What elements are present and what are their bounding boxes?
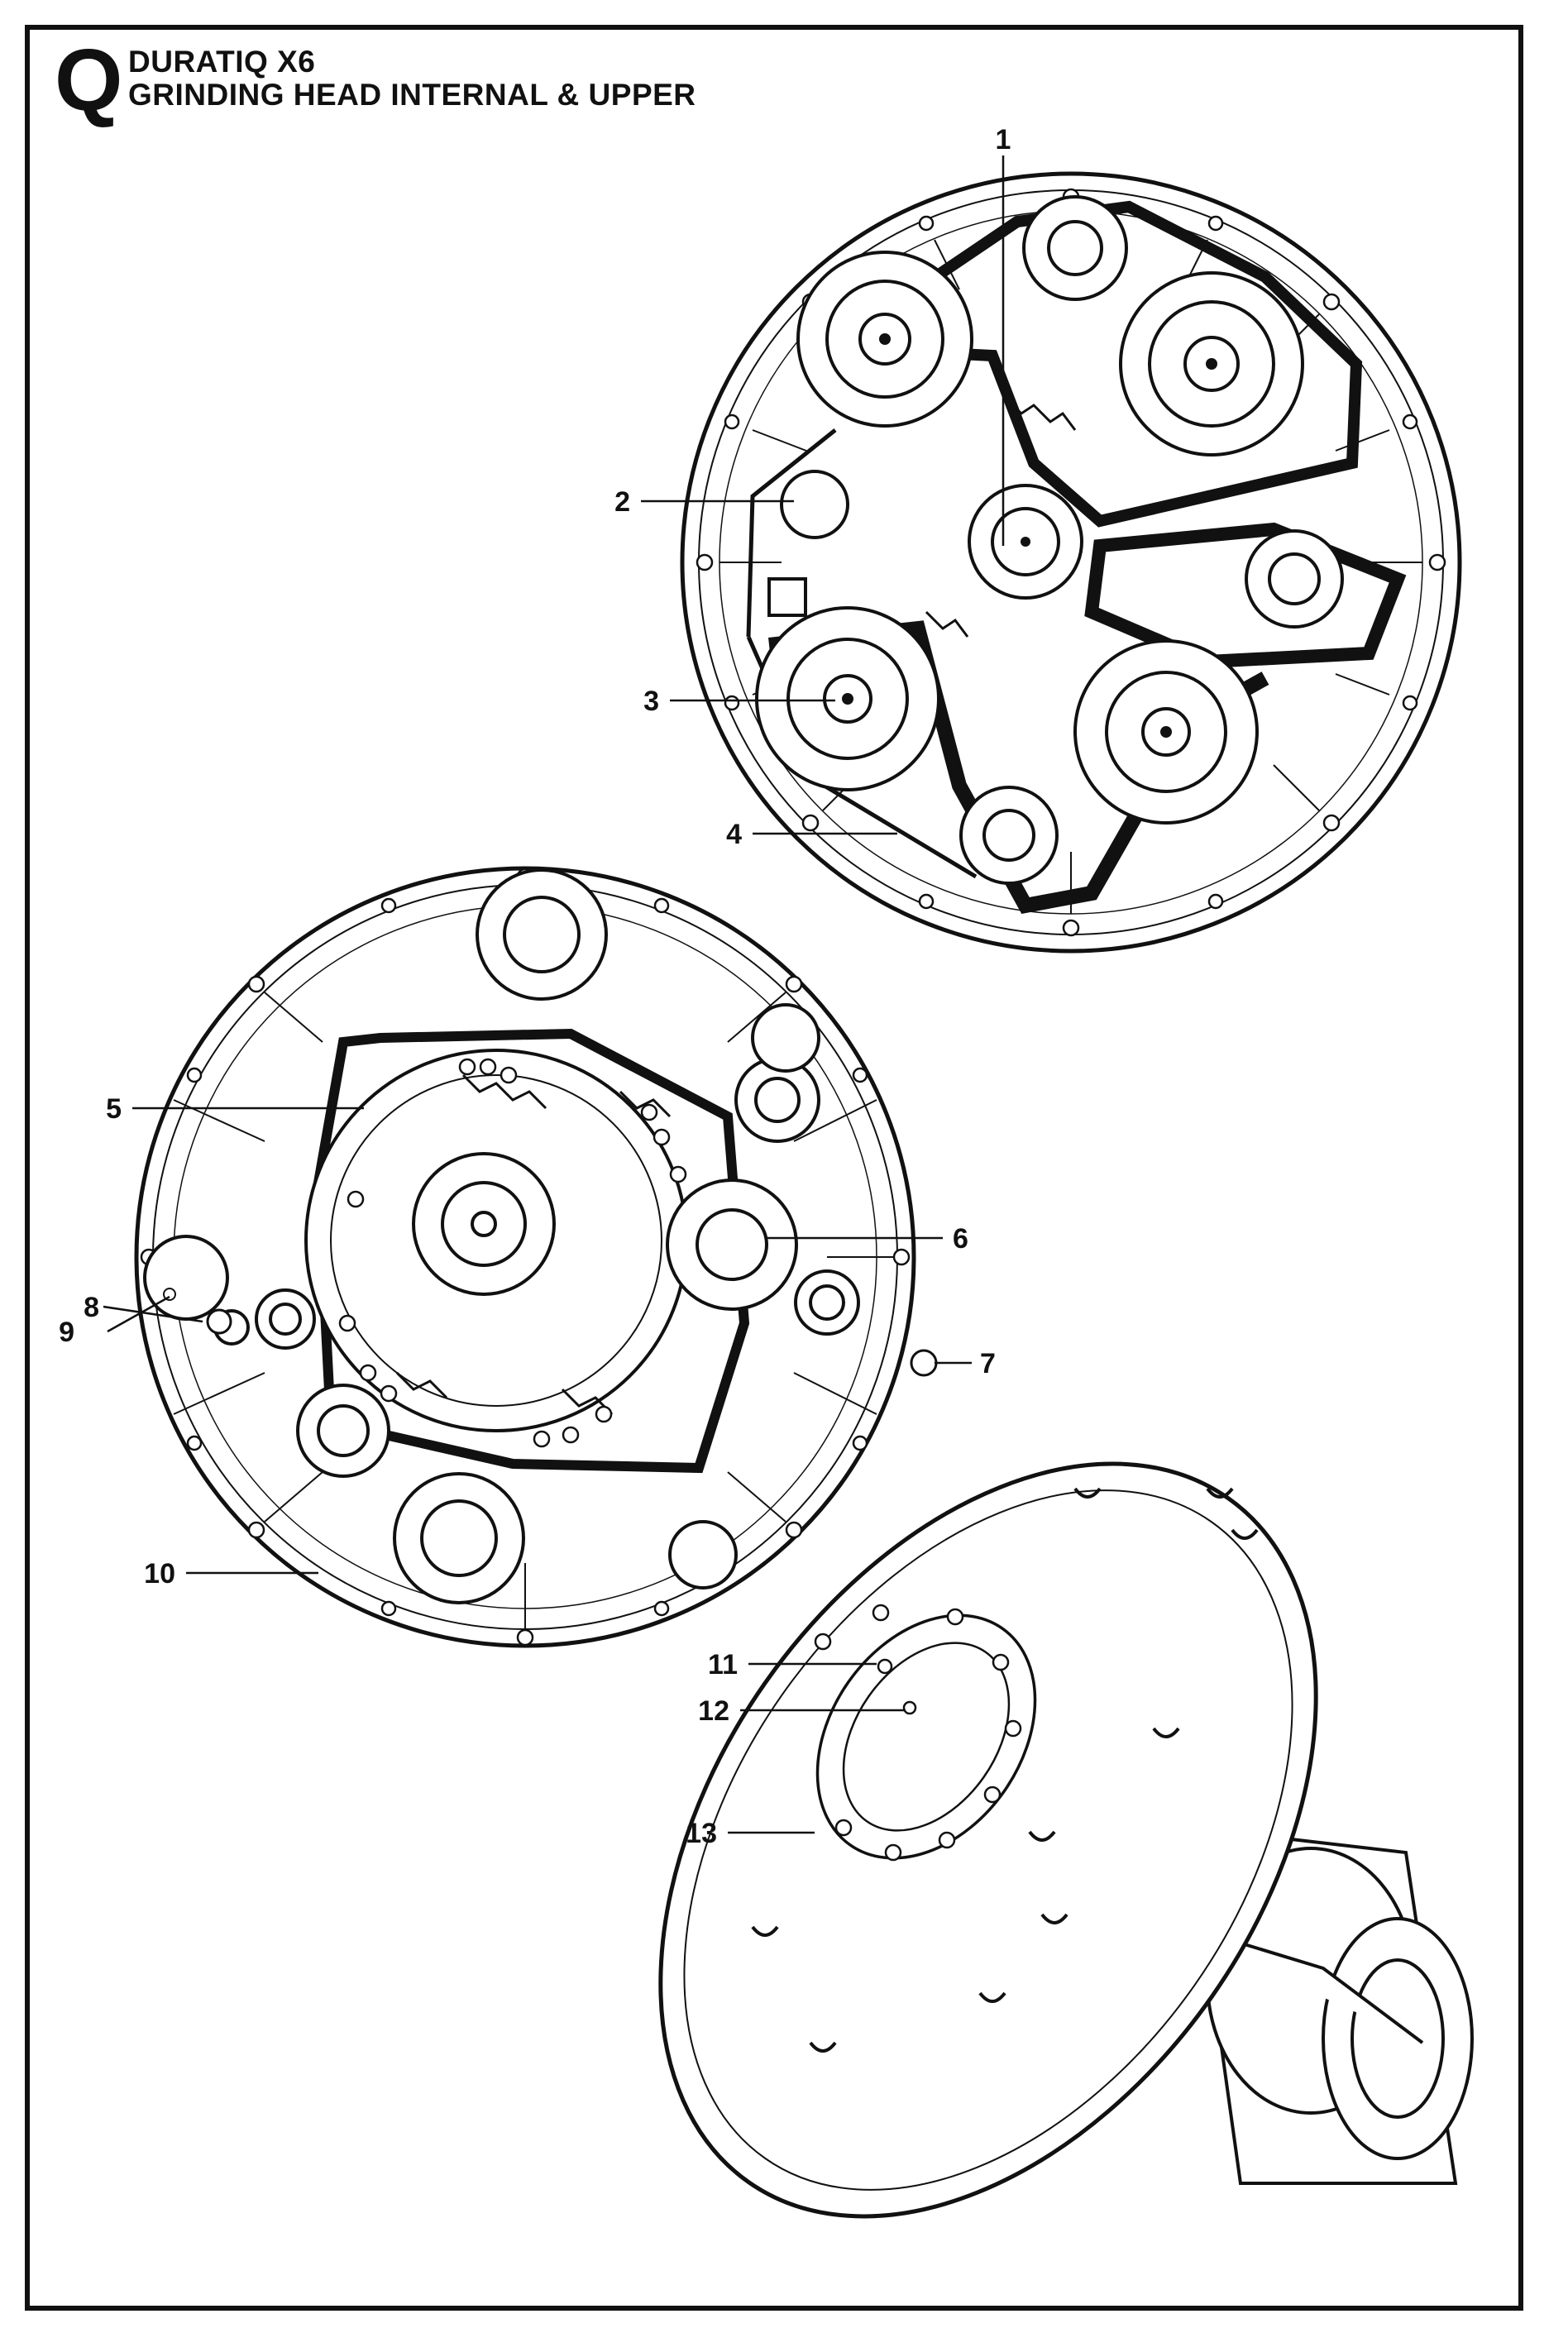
callout-10: 10 — [144, 1558, 175, 1590]
assembly-title: GRINDING HEAD INTERNAL & UPPER — [128, 78, 696, 112]
callout-2: 2 — [614, 486, 630, 518]
callout-7: 7 — [980, 1348, 996, 1379]
callout-4: 4 — [726, 819, 742, 850]
callout-labels: 1 2 3 4 5 6 7 8 9 10 11 12 13 — [59, 124, 1011, 1849]
callout-leaders — [103, 155, 1005, 1834]
callout-3: 3 — [643, 686, 659, 717]
callout-12: 12 — [698, 1695, 729, 1727]
page-border — [25, 25, 1523, 2311]
callout-9: 9 — [59, 1317, 74, 1348]
callout-11: 11 — [708, 1649, 738, 1680]
model-title: DURATIQ X6 — [128, 45, 316, 79]
callout-8: 8 — [84, 1292, 99, 1323]
callout-6: 6 — [953, 1223, 968, 1255]
callout-1: 1 — [996, 124, 1011, 155]
upper-cover-assembly — [658, 1461, 1474, 2219]
callout-13: 13 — [686, 1818, 717, 1849]
planetary-housing — [134, 866, 938, 1648]
pulley-group — [755, 195, 1344, 885]
belt-drive-plate — [680, 171, 1462, 954]
section-letter: Q — [55, 31, 123, 129]
callout-5: 5 — [106, 1093, 122, 1125]
